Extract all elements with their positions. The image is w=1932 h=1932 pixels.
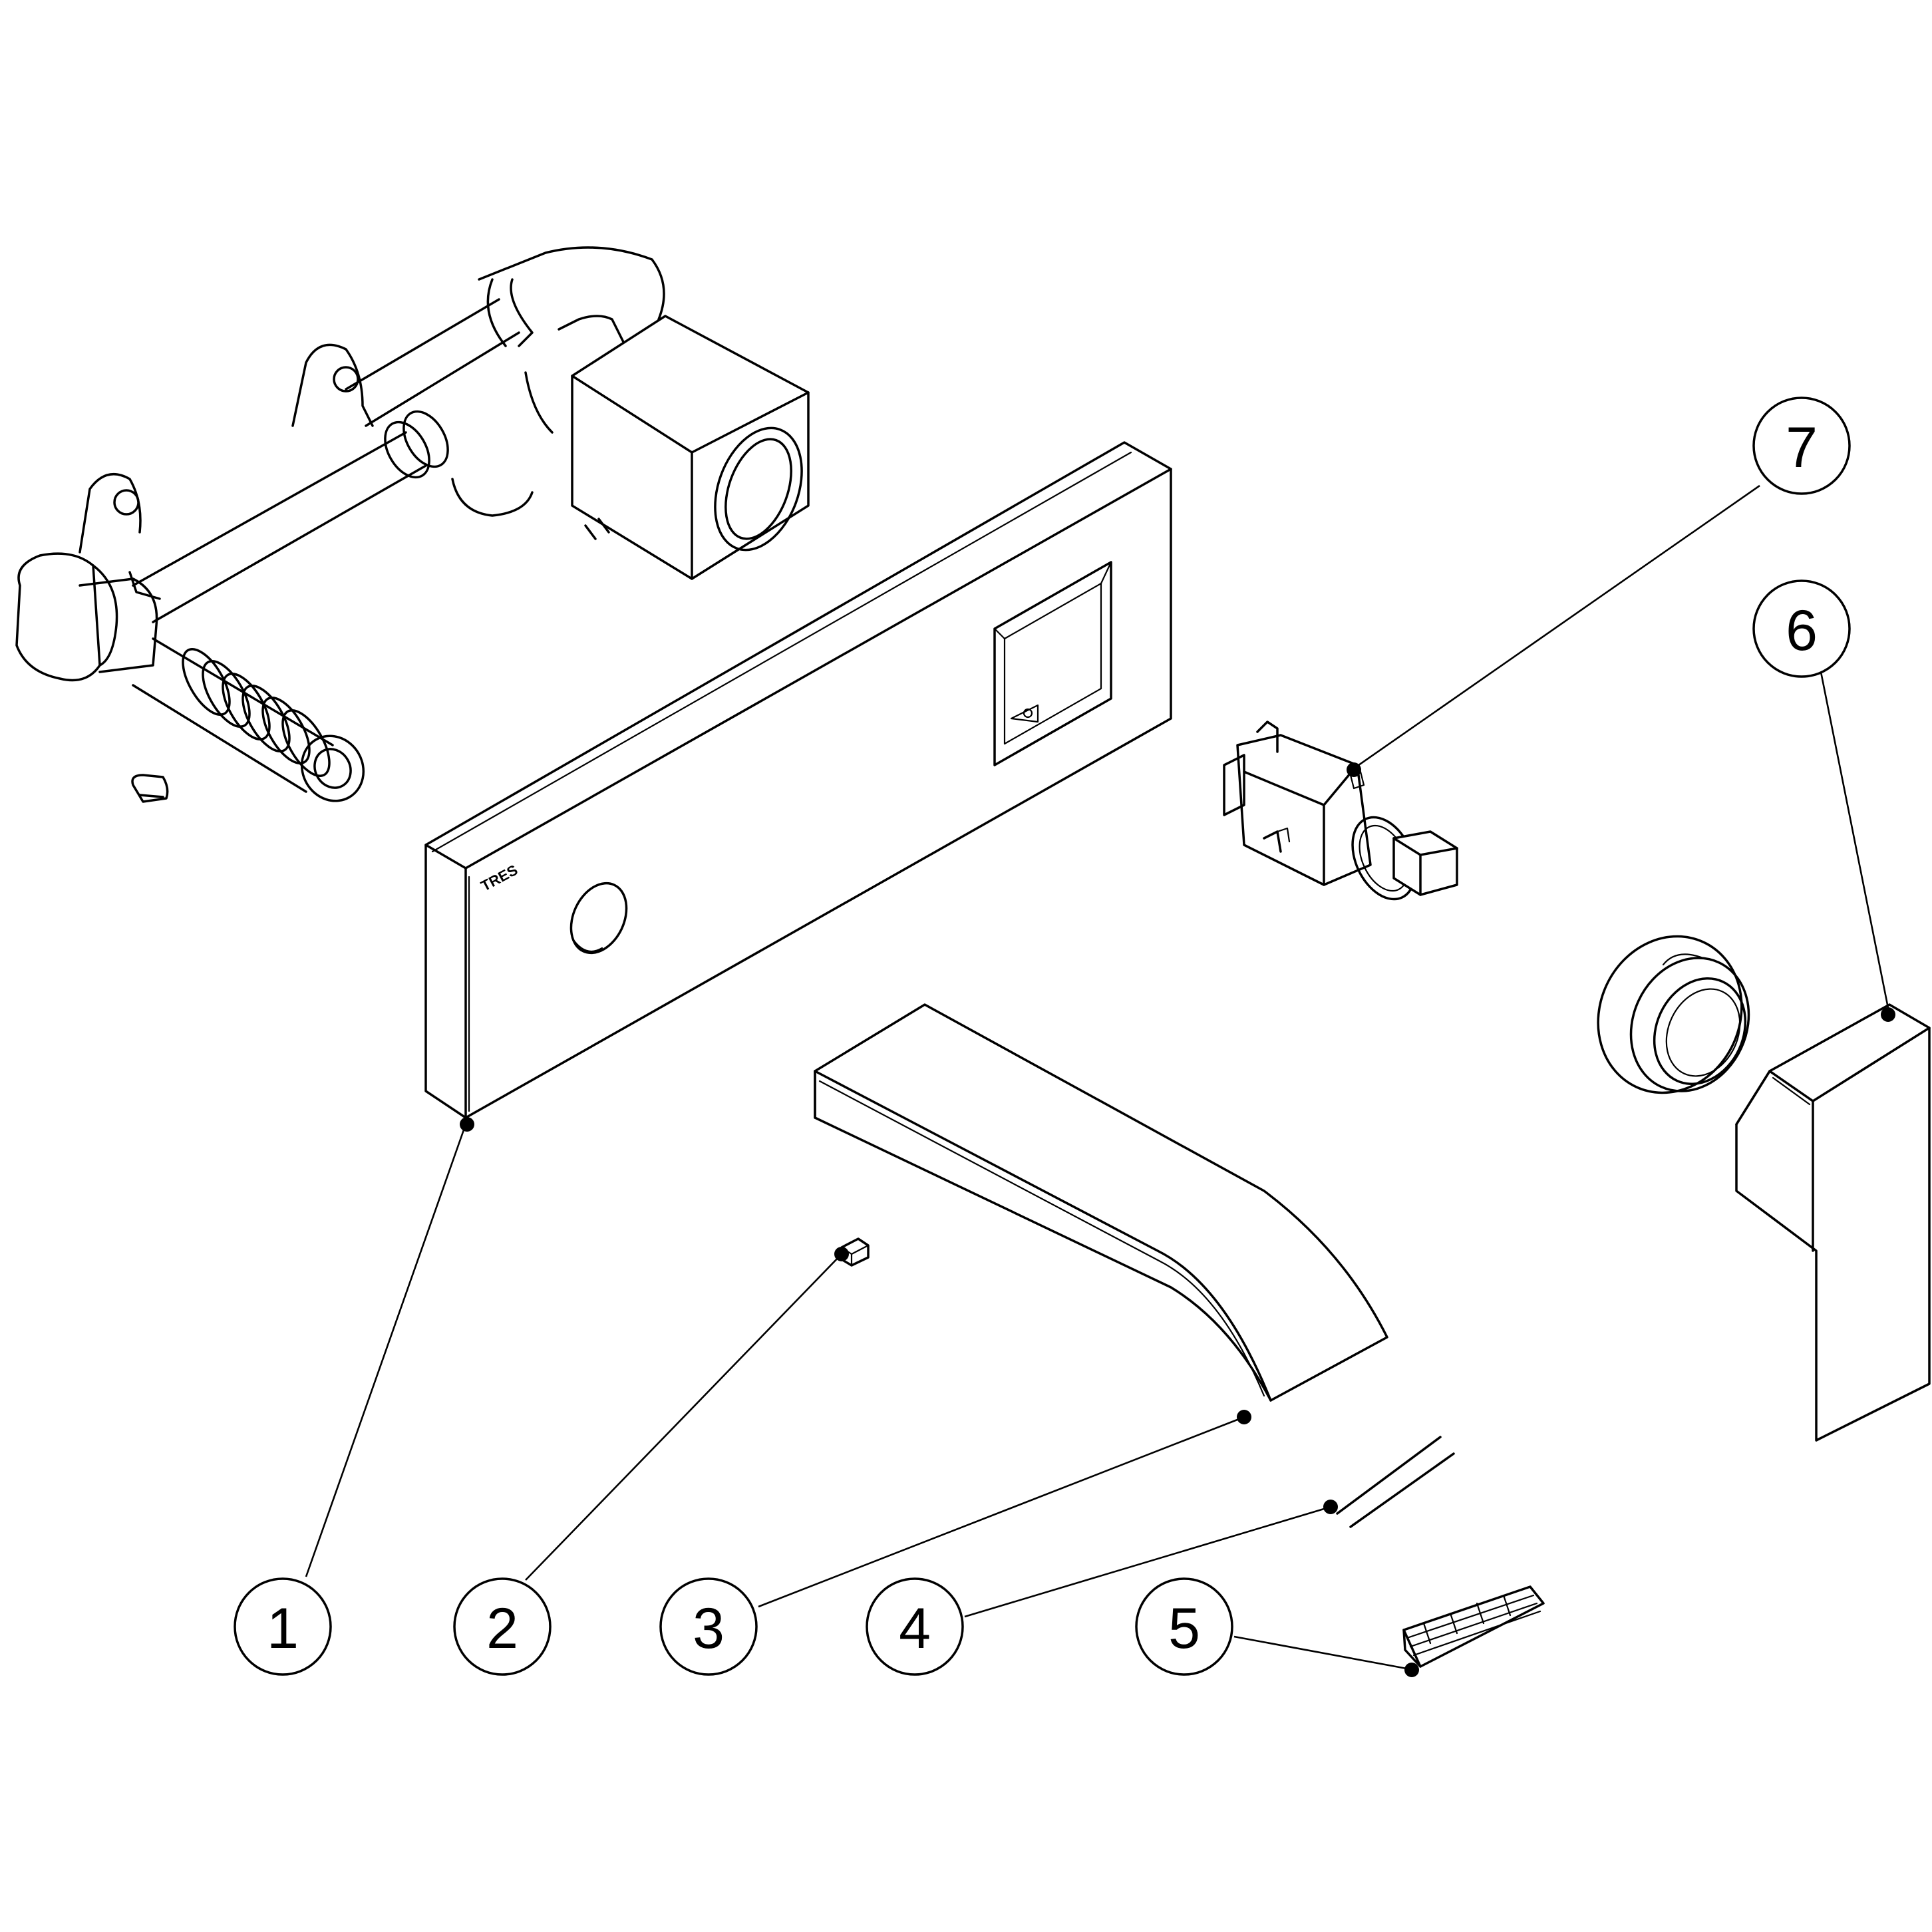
handle-nut — [1597, 935, 1750, 1094]
leader-lines — [305, 484, 1891, 1671]
leader-dot-1 — [460, 1117, 474, 1132]
valve-body-assembly — [15, 246, 810, 803]
handle — [1735, 1003, 1931, 1442]
balloon-4-label: 4 — [899, 1597, 931, 1661]
leader-5 — [1233, 1635, 1414, 1671]
leader-6 — [1818, 665, 1891, 1015]
leader-dot-6 — [1881, 1007, 1895, 1022]
cover-plate: TRES — [424, 441, 1172, 1119]
leader-2 — [525, 1253, 842, 1581]
balloon-5-label: 5 — [1168, 1597, 1200, 1661]
leader-dot-4 — [1323, 1500, 1338, 1514]
balloon-3-label: 3 — [693, 1597, 724, 1661]
spout — [814, 1003, 1388, 1402]
flow-straightener — [1336, 1436, 1455, 1528]
balloon-6: 6 — [1752, 579, 1851, 678]
thread-rings — [182, 648, 331, 777]
balloon-4: 4 — [866, 1577, 964, 1676]
leader-dot-2 — [834, 1247, 849, 1261]
cartridge — [1223, 721, 1458, 901]
leader-1 — [305, 1124, 467, 1577]
balloon-2: 2 — [453, 1577, 552, 1676]
leader-dots — [460, 762, 1895, 1677]
balloon-6-label: 6 — [1786, 599, 1818, 663]
balloon-1: 1 — [234, 1577, 332, 1676]
leader-dot-5 — [1404, 1663, 1419, 1677]
balloon-7: 7 — [1752, 397, 1851, 495]
leader-dot-3 — [1237, 1410, 1251, 1424]
leader-3 — [758, 1416, 1245, 1608]
balloon-5: 5 — [1135, 1577, 1233, 1676]
balloon-7-label: 7 — [1786, 416, 1818, 480]
balloon-3: 3 — [659, 1577, 758, 1676]
balloon-2-label: 2 — [486, 1597, 518, 1661]
aerator — [1402, 1585, 1545, 1668]
balloon-1-label: 1 — [267, 1597, 299, 1661]
leader-7 — [1353, 484, 1760, 770]
leader-dot-7 — [1347, 762, 1361, 777]
leader-4 — [964, 1506, 1331, 1618]
